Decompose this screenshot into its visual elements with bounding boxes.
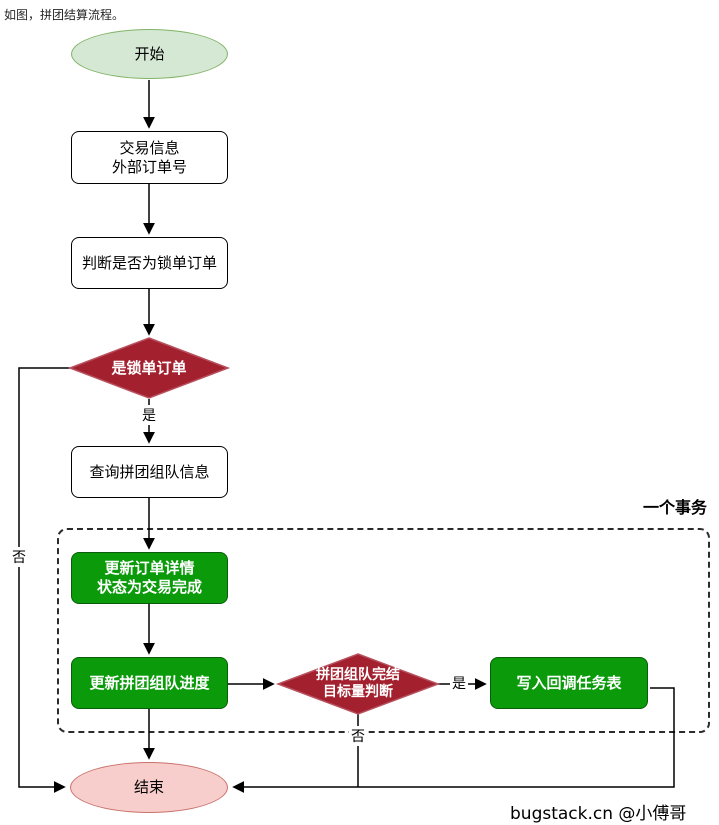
update-order-line2: 状态为交易完成 (96, 578, 202, 596)
arrow-write-callback-to-end (232, 687, 675, 793)
edge-label-no-2: 否 (349, 726, 367, 746)
complete-decision-diamond (275, 653, 441, 715)
complete-decision-line2: 目标量判断 (323, 684, 393, 700)
start-node-label: 开始 (134, 44, 165, 63)
complete-decision-line1: 拼团组队完结 (316, 667, 400, 683)
update-team-label: 更新拼团组队进度 (89, 673, 210, 692)
start-node: 开始 (71, 29, 228, 79)
edge-label-yes-1: 是 (140, 405, 158, 425)
check-lock-node: 判断是否为锁单订单 (71, 237, 228, 289)
transaction-group-box (57, 528, 710, 733)
page-caption: 如图，拼团结算流程。 (4, 8, 125, 22)
end-node-label: 结束 (133, 778, 164, 796)
edge-label-yes-2: 是 (450, 673, 468, 693)
update-order-node: 更新订单详情 状态为交易完成 (71, 552, 228, 604)
query-team-label: 查询拼团组队信息 (89, 462, 210, 481)
lock-decision-diamond (67, 337, 231, 399)
complete-decision-label: 拼团组队完结 目标量判断 (316, 667, 400, 701)
query-team-node: 查询拼团组队信息 (71, 446, 228, 498)
write-callback-label: 写入回调任务表 (516, 673, 622, 692)
transaction-group-label: 一个事务 (642, 498, 707, 517)
edge-label-no-1: 否 (10, 547, 28, 567)
update-team-node: 更新拼团组队进度 (71, 657, 228, 709)
write-callback-node: 写入回调任务表 (490, 657, 648, 709)
arrow-lock-decision-no-to-end (18, 367, 70, 793)
trade-info-node: 交易信息 外部订单号 (71, 131, 228, 184)
trade-info-line1: 交易信息 (119, 138, 180, 157)
check-lock-label: 判断是否为锁单订单 (81, 253, 217, 272)
update-order-line1: 更新订单详情 (104, 559, 195, 577)
trade-info-line2: 外部订单号 (111, 157, 187, 176)
end-node: 结束 (70, 762, 228, 813)
lock-decision-label: 是锁单订单 (111, 359, 187, 377)
watermark: bugstack.cn @小傅哥 (510, 804, 687, 824)
